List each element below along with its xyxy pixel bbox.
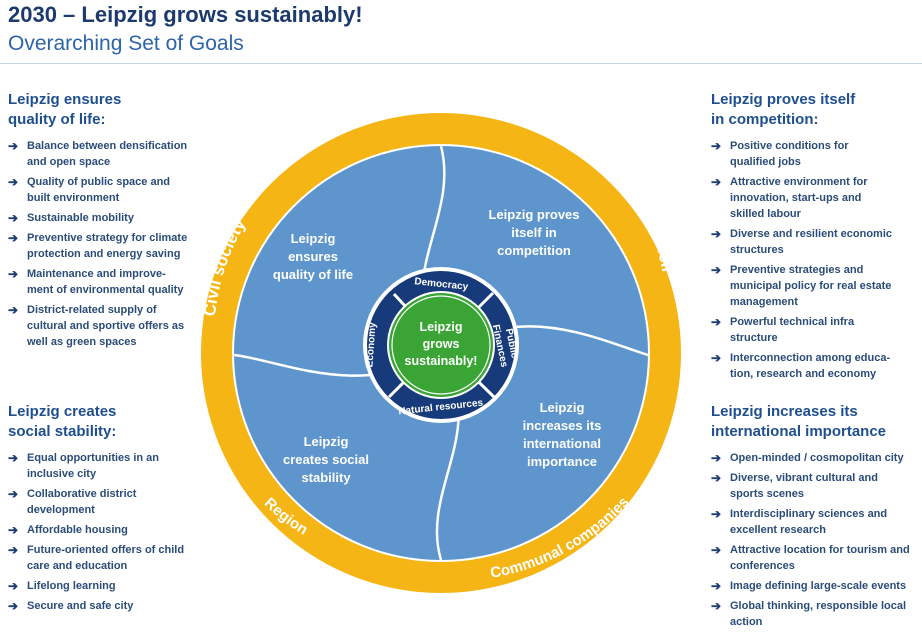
panel-social-stability: Leipzig creates social stability: ➔Equal… [8,402,208,618]
arrow-right-icon: ➔ [711,139,722,153]
arrow-right-icon: ➔ [8,543,19,557]
panel-international-importance: Leipzig increases its international impo… [711,402,919,634]
panel-heading-line-2: social stability: [8,423,117,440]
panel-heading-line-2: international importance [711,423,887,440]
arrow-right-icon: ➔ [8,303,19,317]
arrow-right-icon: ➔ [8,487,19,501]
quadrant-international-line-3: international [523,436,601,451]
header-divider [0,63,922,64]
page-subtitle: Overarching Set of Goals [8,32,244,55]
list-item: ➔Image defining large-scale events [711,579,907,593]
arrow-right-icon: ➔ [8,211,19,225]
panel-competition: Leipzig proves itself in competition: ➔P… [711,90,919,386]
arrow-right-icon: ➔ [711,175,722,189]
arrow-right-icon: ➔ [711,543,722,557]
panel-heading: Leipzig ensures quality of life: [8,90,208,130]
ring-label-administration: Administration [367,78,493,105]
quadrant-label-international: Leipzig increases its international impo… [523,400,602,469]
arrow-right-icon: ➔ [711,227,722,241]
inner-label-economy: Economy [364,322,378,368]
quadrant-quality-line-3: quality of life [273,267,353,282]
panel-quality-of-life: Leipzig ensures quality of life: ➔Balanc… [8,90,208,354]
core-line-2: grows [423,337,460,351]
core-label: Leipzig grows sustainably! [405,320,478,368]
goal-list: ➔Open-minded / cosmopolitan city ➔Divers… [711,450,919,630]
quadrant-international-line-2: increases its [523,418,602,433]
quadrant-social-line-3: stability [301,470,351,485]
arrow-right-icon: ➔ [711,471,722,485]
quadrant-competition-line-1: Leipzig proves [488,207,579,222]
arrow-right-icon: ➔ [8,579,19,593]
quadrant-competition-line-2: itself in [511,225,557,240]
panel-heading: Leipzig increases its international impo… [711,402,919,442]
quadrant-social-line-2: creates social [283,452,369,467]
arrow-right-icon: ➔ [711,579,722,593]
arrow-right-icon: ➔ [8,599,19,613]
panel-heading: Leipzig creates social stability: [8,402,208,442]
arrow-right-icon: ➔ [8,523,19,537]
quadrant-label-competition: Leipzig proves itself in competition [488,207,579,258]
arrow-right-icon: ➔ [711,451,722,465]
quadrant-social-line-1: Leipzig [304,434,349,449]
core-line-3: sustainably! [405,354,478,368]
quadrant-quality-line-1: Leipzig [291,231,336,246]
arrow-right-icon: ➔ [8,267,19,281]
arrow-right-icon: ➔ [711,263,722,277]
list-item: ➔Maintenance and improve-ment of environ… [8,267,184,296]
panel-heading: Leipzig proves itself in competition: [711,90,919,130]
arrow-right-icon: ➔ [8,451,19,465]
page-title: 2030 – Leipzig grows sustainably! [8,2,363,27]
arrow-right-icon: ➔ [711,507,722,521]
quadrant-international-line-4: importance [527,454,597,469]
list-item: ➔Sustainable mobility [8,211,134,225]
arrow-right-icon: ➔ [711,599,722,613]
quadrant-label-quality: Leipzig ensures quality of life [273,231,353,282]
core-outline [391,295,491,395]
panel-heading-line-1: Leipzig increases its [711,403,858,420]
list-item: ➔Affordable housing [8,523,128,537]
list-item: ➔Secure and safe city [8,599,134,613]
quadrant-international-line-1: Leipzig [540,400,585,415]
arrow-right-icon: ➔ [711,315,722,329]
quadrant-label-social: Leipzig creates social stability [283,434,369,485]
panel-heading-line-1: Leipzig creates [8,403,117,420]
quadrant-quality-line-2: ensures [288,249,338,264]
arrow-right-icon: ➔ [8,231,19,245]
arrow-right-icon: ➔ [8,139,19,153]
list-item: ➔Open-minded / cosmopolitan city [711,451,904,465]
panel-heading-line-2: in competition: [711,111,819,128]
panel-heading-line-1: Leipzig ensures [8,91,122,108]
panel-heading-line-1: Leipzig proves itself [711,91,856,108]
panel-heading-line-2: quality of life: [8,111,106,128]
core-circle [389,293,493,397]
list-item: ➔Lifelong learning [8,579,116,593]
quadrant-competition-line-3: competition [497,243,571,258]
arrow-right-icon: ➔ [8,175,19,189]
arrow-right-icon: ➔ [711,351,722,365]
list-item: ➔Interconnection among educa-tion, resea… [711,351,891,380]
core-line-1: Leipzig [419,320,462,334]
